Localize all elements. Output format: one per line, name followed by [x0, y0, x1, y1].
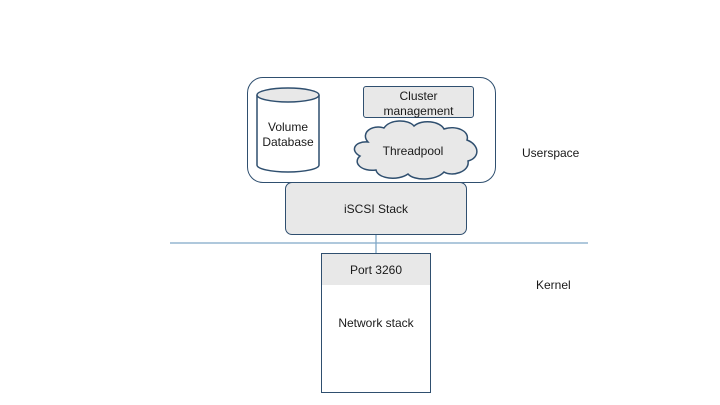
port-label: Port 3260: [349, 263, 403, 277]
iscsi-stack-box: iSCSI Stack: [285, 182, 467, 235]
network-stack-box: Network stack: [321, 285, 431, 393]
threadpool-label: Threadpool: [382, 144, 444, 158]
network-stack-label: Network stack: [338, 316, 414, 330]
cluster-management-box: Cluster management: [363, 86, 474, 118]
kernel-label: Kernel: [536, 278, 571, 292]
iscsi-stack-label: iSCSI Stack: [343, 202, 409, 216]
cluster-management-label: Cluster management: [383, 89, 454, 118]
volume-database-label: Volume Database: [262, 120, 314, 149]
port-box: Port 3260: [321, 253, 431, 286]
userspace-label: Userspace: [522, 146, 580, 160]
